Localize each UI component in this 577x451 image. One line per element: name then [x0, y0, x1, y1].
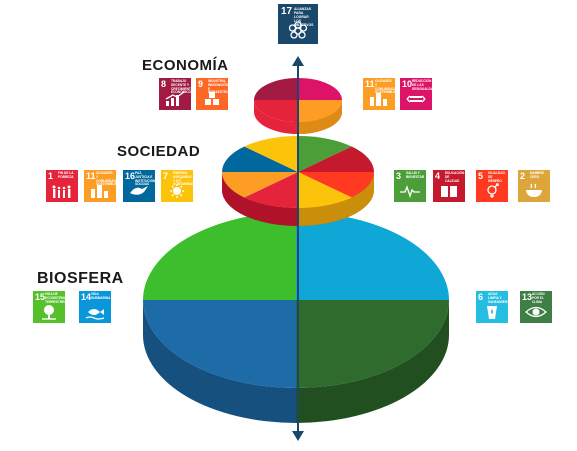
tree-icon: [38, 304, 60, 320]
growth-chart-icon: [164, 91, 186, 107]
sdg-number: 3: [396, 171, 402, 181]
sociedad-slice: [298, 135, 352, 172]
biosfera-pie: [143, 212, 449, 423]
economia-slice-sdg9: [254, 100, 298, 122]
sociedad-slice: [298, 172, 352, 209]
sociedad-slice: [221, 146, 298, 172]
sdg-number: 8: [161, 79, 167, 89]
sociedad-slice: [244, 172, 298, 208]
sdg-title: PAZ, JUSTICIA E INSTITUCIONES SÓLIDAS: [135, 171, 155, 187]
sdg-4-tile: 4 EDUCACIÓN DE CALIDAD: [433, 170, 465, 202]
economia-slice-sdg10: [298, 78, 342, 100]
sdg-number: 7: [163, 171, 169, 181]
biosfera-slice-sdg14: [143, 300, 296, 388]
sdg-title: VIDA SUBMARINA: [91, 292, 111, 300]
biosfera-slice-sdg6: [296, 212, 449, 300]
biosfera-side-left: [143, 300, 296, 423]
sdg-2-tile: 2 HAMBRE CERO: [518, 170, 550, 202]
arrow-down-icon: [292, 431, 304, 441]
economia-side-right: [298, 100, 342, 134]
sdg-8-tile: 8 TRABAJO DECENTE Y CRECIMIENTO ECONÓMICO: [159, 78, 191, 110]
sdg-number: 6: [478, 292, 484, 302]
sdg-number: 14: [81, 292, 92, 302]
sociedad-pie: [221, 135, 374, 226]
sdg-title: REDUCCIÓN DE LAS DESIGUALDADES: [412, 79, 432, 91]
city-icon: [368, 91, 390, 107]
economia-slice-sdg11: [298, 100, 342, 122]
cubes-icon: [201, 91, 223, 107]
sociedad-label: SOCIEDAD: [117, 143, 201, 160]
gender-icon: [481, 183, 503, 199]
sdg-title: ACCIÓN POR EL CLIMA: [532, 292, 545, 304]
sdg-number: 9: [198, 79, 204, 89]
sdg-number: 5: [478, 171, 484, 181]
sociedad-slice: [298, 146, 374, 172]
sdg-number: 13: [522, 292, 533, 302]
bowl-icon: [523, 183, 545, 199]
sdg-title: VIDA DE ECOSISTEMAS TERRESTRES: [45, 292, 65, 304]
earth-eye-icon: [525, 304, 547, 320]
central-axis: [292, 56, 304, 441]
sdg-5-tile: 5 IGUALDAD DE GÉNERO: [476, 170, 508, 202]
sdg-number: 11: [365, 79, 375, 89]
biosfera-slice-sdg13: [296, 300, 449, 388]
sdg-title: CIUDADES Y COMUNIDADES SOSTENIBLES: [96, 171, 116, 187]
dove-icon: [128, 183, 150, 199]
sdg-title: INDUSTRIA, INNOVACIÓN E INFRAESTRUCTURA: [208, 79, 228, 95]
sdg-title: TRABAJO DECENTE Y CRECIMIENTO ECONÓMICO: [171, 79, 191, 95]
sociedad-side-right: [298, 172, 374, 226]
family-icon: [51, 183, 73, 199]
book-icon: [438, 183, 460, 199]
sdg-number: 1: [48, 171, 54, 181]
water-icon: [481, 304, 503, 320]
biosfera-label: BIOSFERA: [37, 270, 124, 287]
economia-pie: [254, 78, 342, 134]
sdg-title: ENERGÍA ASEQUIBLE Y NO CONTAMINANTE: [173, 171, 193, 187]
economia-label: ECONOMÍA: [142, 57, 229, 74]
biosfera-slice-sdg15: [143, 212, 296, 300]
arrow-up-icon: [292, 56, 304, 66]
sdg-title: IGUALDAD DE GÉNERO: [488, 171, 505, 183]
heartbeat-icon: [399, 183, 421, 199]
sdg-7-tile: 7 ENERGÍA ASEQUIBLE Y NO CONTAMINANTE: [161, 170, 193, 202]
sdg-number: 11: [86, 171, 96, 181]
sdg-number: 2: [520, 171, 526, 181]
sdg-number: 10: [402, 79, 413, 89]
fish-icon: [84, 304, 106, 320]
sdg-3-tile: 3 SALUD Y BIENESTAR: [394, 170, 426, 202]
sociedad-slice: [244, 136, 298, 172]
sdg-title: AGUA LIMPIA Y SANEAMIENTO: [488, 292, 508, 304]
sociedad-side-left: [222, 172, 298, 226]
sdg-title: EDUCACIÓN DE CALIDAD: [445, 171, 465, 183]
equality-icon: [405, 91, 427, 107]
sdg-number: 17: [281, 6, 293, 17]
flower-icon: [286, 20, 310, 42]
city-icon: [89, 183, 111, 199]
sdg-title: FIN DE LA POBREZA: [58, 171, 74, 179]
sociedad-slice: [298, 172, 374, 198]
sdg-title: CIUDADES Y COMUNIDADES SOSTENIBLES: [375, 79, 395, 95]
sun-icon: [166, 183, 188, 199]
sdg-number: 16: [125, 171, 136, 181]
sdg-title: SALUD Y BIENESTAR: [406, 171, 425, 179]
economia-slice-sdg8: [254, 78, 298, 100]
sdg-number: 4: [435, 171, 441, 181]
biosfera-side-right: [296, 300, 449, 423]
sociedad-slice: [221, 172, 298, 198]
sdg-9-tile: 9 INDUSTRIA, INNOVACIÓN E INFRAESTRUCTURA: [196, 78, 228, 110]
sdg-title: HAMBRE CERO: [530, 171, 544, 179]
sdg-number: 15: [35, 292, 46, 302]
sdg-1-tile: 1 FIN DE LA POBREZA: [46, 170, 78, 202]
sdg-6-tile: 6 AGUA LIMPIA Y SANEAMIENTO: [476, 291, 508, 323]
